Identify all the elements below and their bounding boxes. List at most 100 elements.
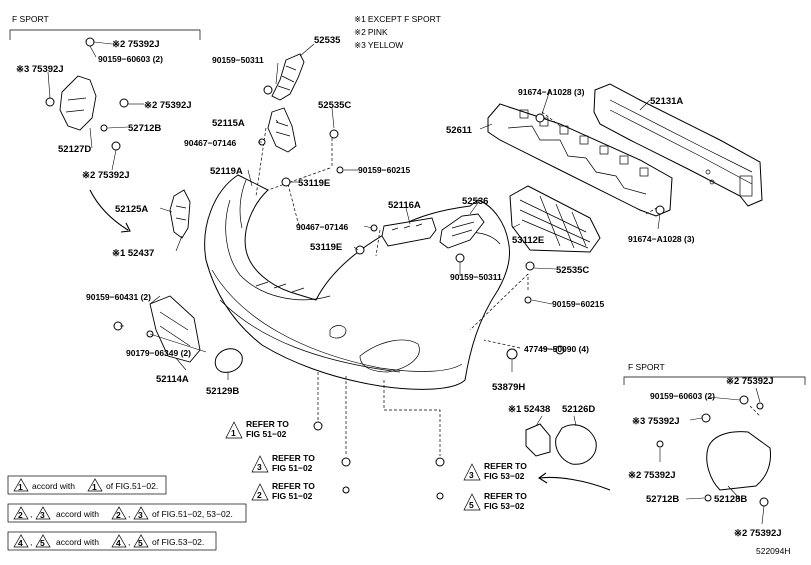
svg-text:REFER TO: REFER TO xyxy=(272,481,315,491)
svg-text:REFER TO: REFER TO xyxy=(246,419,289,429)
cover-52438-drawing xyxy=(525,423,551,457)
part-label: ※2 75392J xyxy=(628,470,676,481)
part-label: 53119E xyxy=(298,178,330,189)
part-label: 52536 xyxy=(462,196,488,207)
part-label: 90179−06349 (2) xyxy=(126,348,191,358)
part-label: 52128B xyxy=(714,494,747,505)
svg-text:FIG 51−02: FIG 51−02 xyxy=(272,491,313,501)
part-label: 52119A xyxy=(210,166,243,177)
part-label: 90467−07146 xyxy=(184,138,237,148)
part-label: ※1 52438 xyxy=(508,404,550,415)
part-label: 52535 xyxy=(314,35,341,46)
svg-text:5: 5 xyxy=(40,538,45,548)
svg-text:3: 3 xyxy=(138,510,143,520)
part-label: ※2 75392J xyxy=(112,39,160,50)
svg-text:,: , xyxy=(128,509,130,519)
svg-text:accord with: accord with xyxy=(56,537,99,547)
part-labels: ※2 75392J 90159−60603 (2) ※3 75392J ※2 7… xyxy=(16,35,782,539)
part-label: 52126D xyxy=(562,404,595,415)
part-label: 53112E xyxy=(512,235,544,246)
part-label: ※2 75392J xyxy=(82,170,130,181)
refer-callout: 2 REFER TO FIG 51−02 xyxy=(251,481,315,501)
f-sport-bracket-top xyxy=(9,29,201,40)
bracket-52535-drawing xyxy=(271,53,305,101)
bracket-52125a-drawing xyxy=(169,189,191,239)
accord-legend: 1 accord with 1 of FIG.51−02. 2 , 3 acco… xyxy=(7,475,247,551)
svg-text:2: 2 xyxy=(116,510,121,520)
part-label: 53119E xyxy=(310,242,342,253)
part-label: 90467−07146 xyxy=(296,222,349,232)
refer-callout: 1 REFER TO FIG 51−02 xyxy=(225,419,289,439)
leader-lines xyxy=(47,41,765,525)
svg-text:REFER TO: REFER TO xyxy=(484,461,527,471)
svg-text:,: , xyxy=(128,537,130,547)
svg-text:4: 4 xyxy=(18,538,23,548)
assembly-lines xyxy=(255,111,761,456)
part-label: ※3 75392J xyxy=(16,64,64,75)
part-label: ※2 75392J xyxy=(144,100,192,111)
part-label: 52131A xyxy=(650,96,683,107)
lower-grille-drawing xyxy=(509,185,601,253)
bracket-52115a-drawing xyxy=(267,107,297,153)
svg-text:FIG 53−02: FIG 53−02 xyxy=(484,501,525,511)
part-label: 90159−50311 xyxy=(450,272,502,282)
part-label: 90159−60431 (2) xyxy=(86,292,151,302)
part-label: 90159−50311 xyxy=(212,55,264,65)
bumper-reinforcement-drawing xyxy=(593,83,763,207)
part-label: 90159−60603 (2) xyxy=(98,54,163,64)
part-label: 90159−60215 xyxy=(358,165,411,175)
svg-text:1: 1 xyxy=(18,482,23,492)
part-label: 52116A xyxy=(388,200,421,211)
svg-text:REFER TO: REFER TO xyxy=(272,453,315,463)
svg-text:accord with: accord with xyxy=(56,509,99,519)
part-label: ※3 75392J xyxy=(632,416,680,427)
figure-id: 522094H xyxy=(756,546,791,556)
part-label: 52535C xyxy=(556,265,589,276)
part-label: 52129B xyxy=(206,386,239,397)
f-sport-label-top: F SPORT xyxy=(12,14,49,24)
part-label: 47749−50090 (4) xyxy=(524,344,589,354)
svg-text:4: 4 xyxy=(116,538,121,548)
refer-callout: 5 REFER TO FIG 53−02 xyxy=(463,491,527,511)
refer-callout: 3 REFER TO FIG 53−02 xyxy=(463,461,527,481)
svg-text:3: 3 xyxy=(469,470,474,480)
svg-text:REFER TO: REFER TO xyxy=(484,491,527,501)
part-label: 53879H xyxy=(492,382,525,393)
svg-text:FIG 51−02: FIG 51−02 xyxy=(246,429,287,439)
svg-text:,: , xyxy=(30,509,32,519)
bumper-cover-drawing xyxy=(204,174,511,390)
svg-text:FIG 51−02: FIG 51−02 xyxy=(272,463,313,473)
svg-text:of FIG.51−02, 53−02.: of FIG.51−02, 53−02. xyxy=(152,509,233,519)
part-label: 90159−60603 (2) xyxy=(650,391,715,401)
svg-text:2: 2 xyxy=(18,510,23,520)
part-label: 52127D xyxy=(58,144,91,155)
part-label: ※1 52437 xyxy=(112,248,154,259)
part-label: 52611 xyxy=(446,125,473,136)
part-label: ※2 75392J xyxy=(734,528,782,539)
refer-callout: 3 REFER TO FIG 51−02 xyxy=(251,453,315,473)
fasteners xyxy=(45,37,769,507)
svg-text:5: 5 xyxy=(469,500,474,510)
svg-text:,: , xyxy=(30,537,32,547)
svg-text:2: 2 xyxy=(257,490,262,500)
bezel-52126d-drawing xyxy=(555,424,597,465)
svg-text:5: 5 xyxy=(138,538,143,548)
f-sport-label-bottom: F SPORT xyxy=(628,362,665,372)
part-label: 91674−A1028 (3) xyxy=(518,87,585,97)
cover-52128b-drawing xyxy=(706,431,771,491)
svg-text:1: 1 xyxy=(92,482,97,492)
svg-text:of FIG.53−02.: of FIG.53−02. xyxy=(152,537,204,547)
svg-text:of FIG.51−02.: of FIG.51−02. xyxy=(106,481,158,491)
arrow-left xyxy=(89,189,129,231)
svg-text:3: 3 xyxy=(40,510,45,520)
part-label: 52115A xyxy=(212,118,245,129)
tow-hook-cover-drawing xyxy=(214,348,243,373)
retainer-52116a-drawing xyxy=(381,217,437,247)
part-label: 52712B xyxy=(128,123,161,134)
svg-text:1: 1 xyxy=(231,428,236,438)
